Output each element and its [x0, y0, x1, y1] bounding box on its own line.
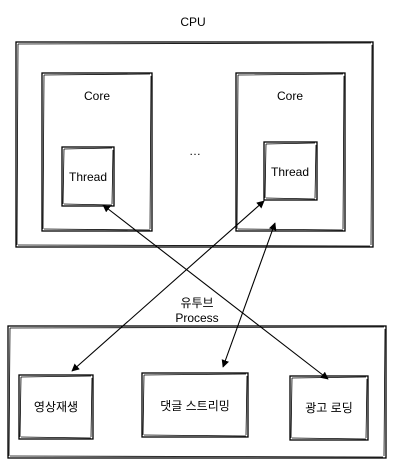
task-box-ad	[289, 375, 369, 441]
core-label-2: Core	[277, 89, 303, 103]
thread-label-1: Thread	[69, 170, 107, 184]
task-label-comments: 댓글 스트리밍	[160, 399, 230, 413]
thread-label-2: Thread	[271, 165, 309, 179]
arrow-thread2-comments	[221, 222, 277, 368]
process-title-line2: Process	[175, 311, 218, 325]
cpu-title: CPU	[180, 15, 205, 29]
core-label-1: Core	[84, 89, 110, 103]
thread-box-2	[263, 141, 318, 201]
task-label-ad: 광고 로딩	[305, 401, 353, 415]
task-box-video	[18, 374, 94, 440]
task-label-video: 영상재생	[34, 400, 78, 414]
cores-ellipsis: …	[189, 144, 201, 158]
process-title-line1: 유투브	[180, 296, 213, 310]
thread-box-1	[61, 146, 115, 207]
